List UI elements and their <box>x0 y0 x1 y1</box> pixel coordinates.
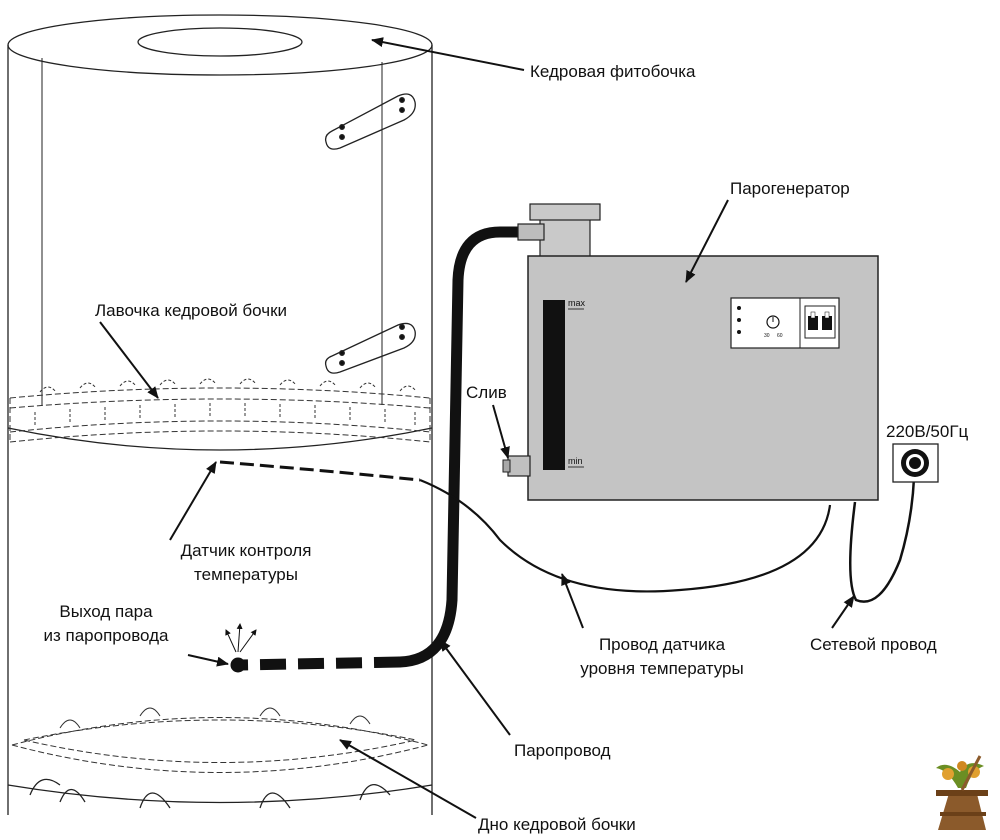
drain-valve <box>507 455 531 477</box>
barrel-bottom-grate <box>11 707 429 773</box>
dial-high-label: 60 <box>777 333 783 339</box>
label-steam-out-line1: Выход пара <box>59 602 153 621</box>
label-power: 220В/50Гц <box>886 422 969 441</box>
label-barrel: Кедровая фитобочка <box>530 62 696 81</box>
callouts <box>99 37 855 819</box>
cedar-barrel <box>7 14 433 815</box>
label-drain: Слив <box>466 383 507 402</box>
barrel-neck-opening <box>137 27 303 57</box>
circuit-breaker-icon[interactable] <box>804 305 836 339</box>
water-level-gauge <box>543 300 565 470</box>
lid-handle-upper <box>324 93 416 150</box>
indicator-led-3 <box>737 330 741 334</box>
steam-arrows <box>225 623 257 653</box>
label-sensor-wire-line2: уровня температуры <box>580 659 743 678</box>
label-bench: Лавочка кедровой бочки <box>95 301 287 320</box>
label-steam-pipe: Паропровод <box>514 741 611 760</box>
sensor-wire <box>219 460 832 593</box>
label-temp-sensor-line1: Датчик контроля <box>181 541 312 560</box>
barrel-top-rim <box>7 14 433 76</box>
gauge-min-label: min <box>568 456 583 466</box>
gauge-max-label: max <box>568 298 586 308</box>
dial-low-label: 30 <box>764 333 770 339</box>
steam-outlet-nozzle <box>230 657 246 673</box>
indicator-led-2 <box>737 318 741 322</box>
mains-cable <box>848 477 916 603</box>
barrel-split-seam <box>7 427 433 451</box>
label-mains-cable: Сетевой провод <box>810 635 937 654</box>
label-sensor-wire-line1: Провод датчика <box>599 635 726 654</box>
lid-handle-lower <box>324 322 416 374</box>
label-steam-out-line2: из паропровода <box>44 626 170 645</box>
label-temp-sensor-line2: температуры <box>194 565 298 584</box>
chimney-cap <box>529 203 601 221</box>
banya-broom-logo-icon <box>936 755 988 830</box>
steam-pipe <box>230 226 534 673</box>
steam-chimney <box>539 217 591 261</box>
generator-body <box>527 255 879 501</box>
label-steam-generator: Парогенератор <box>730 179 850 198</box>
barrel-bench <box>9 378 431 443</box>
label-barrel-bottom: Дно кедровой бочки <box>478 815 636 834</box>
barrel-bottom-rim <box>7 778 433 809</box>
power-socket <box>892 443 939 483</box>
indicator-led-1 <box>737 306 741 310</box>
steam-generator: max min 30 60 <box>502 203 879 501</box>
